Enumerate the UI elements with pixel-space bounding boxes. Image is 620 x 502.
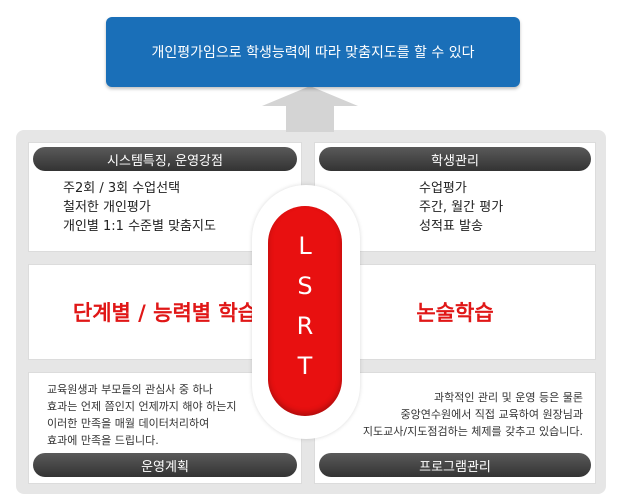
letter-l: L: [298, 232, 312, 260]
system-features-title: 시스템특징, 운영강점: [33, 147, 297, 171]
panel-student-management: 학생관리 수업평가 주간, 월간 평가 성적표 발송: [314, 142, 596, 252]
program-management-line: 과학적인 관리 및 운영 등은 물론: [433, 391, 583, 404]
operation-plan-line: 이러한 만족을 매월 데이터처리하여: [47, 417, 210, 430]
program-management-title: 프로그램관리: [319, 453, 591, 477]
operation-plan-title: 운영계획: [33, 453, 297, 477]
operation-plan-text: 교육원생과 부모들의 관심사 중 하나 효과는 언제 쯤인지 언제까지 해야 하…: [47, 381, 237, 449]
system-features-line: 개인별 1:1 수준별 맞춤지도: [63, 219, 216, 234]
operation-plan-line: 효과는 언제 쯤인지 언제까지 해야 하는지: [47, 400, 237, 413]
system-features-line: 주2회 / 3회 수업선택: [63, 181, 181, 196]
panel-system-features: 시스템특징, 운영강점 주2회 / 3회 수업선택 철저한 개인평가 개인별 1…: [28, 142, 302, 252]
system-features-line: 철저한 개인평가: [63, 200, 151, 215]
program-management-title-text: 프로그램관리: [419, 459, 491, 475]
panel-program-management: 과학적인 관리 및 운영 등은 물론 중앙연수원에서 직접 교육하여 원장님과 …: [314, 372, 596, 484]
program-management-text: 과학적인 관리 및 운영 등은 물론 중앙연수원에서 직접 교육하여 원장님과 …: [363, 389, 583, 440]
student-management-title: 학생관리: [319, 147, 591, 171]
operation-plan-line: 효과에 만족을 드립니다.: [47, 434, 159, 447]
lsrt-capsule: L S R T: [268, 206, 342, 416]
essay-learning-text: 논술학습: [416, 301, 494, 325]
operation-plan-title-text: 운영계획: [141, 459, 189, 475]
level-learning-text: 단계별 / 능력별 학습: [72, 301, 258, 325]
top-banner-text: 개인평가임으로 학생능력에 따라 맞춤지도를 할 수 있다: [151, 45, 475, 61]
operation-plan-line: 교육원생과 부모들의 관심사 중 하나: [47, 383, 213, 396]
program-management-line: 지도교사/지도점검하는 체제를 갖추고 있습니다.: [362, 425, 583, 438]
student-management-line: 주간, 월간 평가: [419, 200, 504, 215]
student-management-line: 성적표 발송: [419, 219, 483, 234]
program-management-line: 중앙연수원에서 직접 교육하여 원장님과: [400, 408, 583, 421]
student-management-list: 수업평가 주간, 월간 평가 성적표 발송: [419, 179, 503, 236]
letter-t: T: [297, 352, 313, 380]
student-management-line: 수업평가: [419, 181, 467, 196]
top-banner: 개인평가임으로 학생능력에 따라 맞춤지도를 할 수 있다: [106, 17, 520, 87]
up-arrow: [262, 86, 358, 132]
student-management-title-text: 학생관리: [431, 153, 479, 169]
system-features-title-text: 시스템특징, 운영강점: [107, 153, 223, 169]
system-features-list: 주2회 / 3회 수업선택 철저한 개인평가 개인별 1:1 수준별 맞춤지도: [63, 179, 216, 236]
letter-r: R: [296, 312, 314, 340]
letter-s: S: [297, 272, 313, 300]
panel-essay-learning: 논술학습: [314, 264, 596, 360]
